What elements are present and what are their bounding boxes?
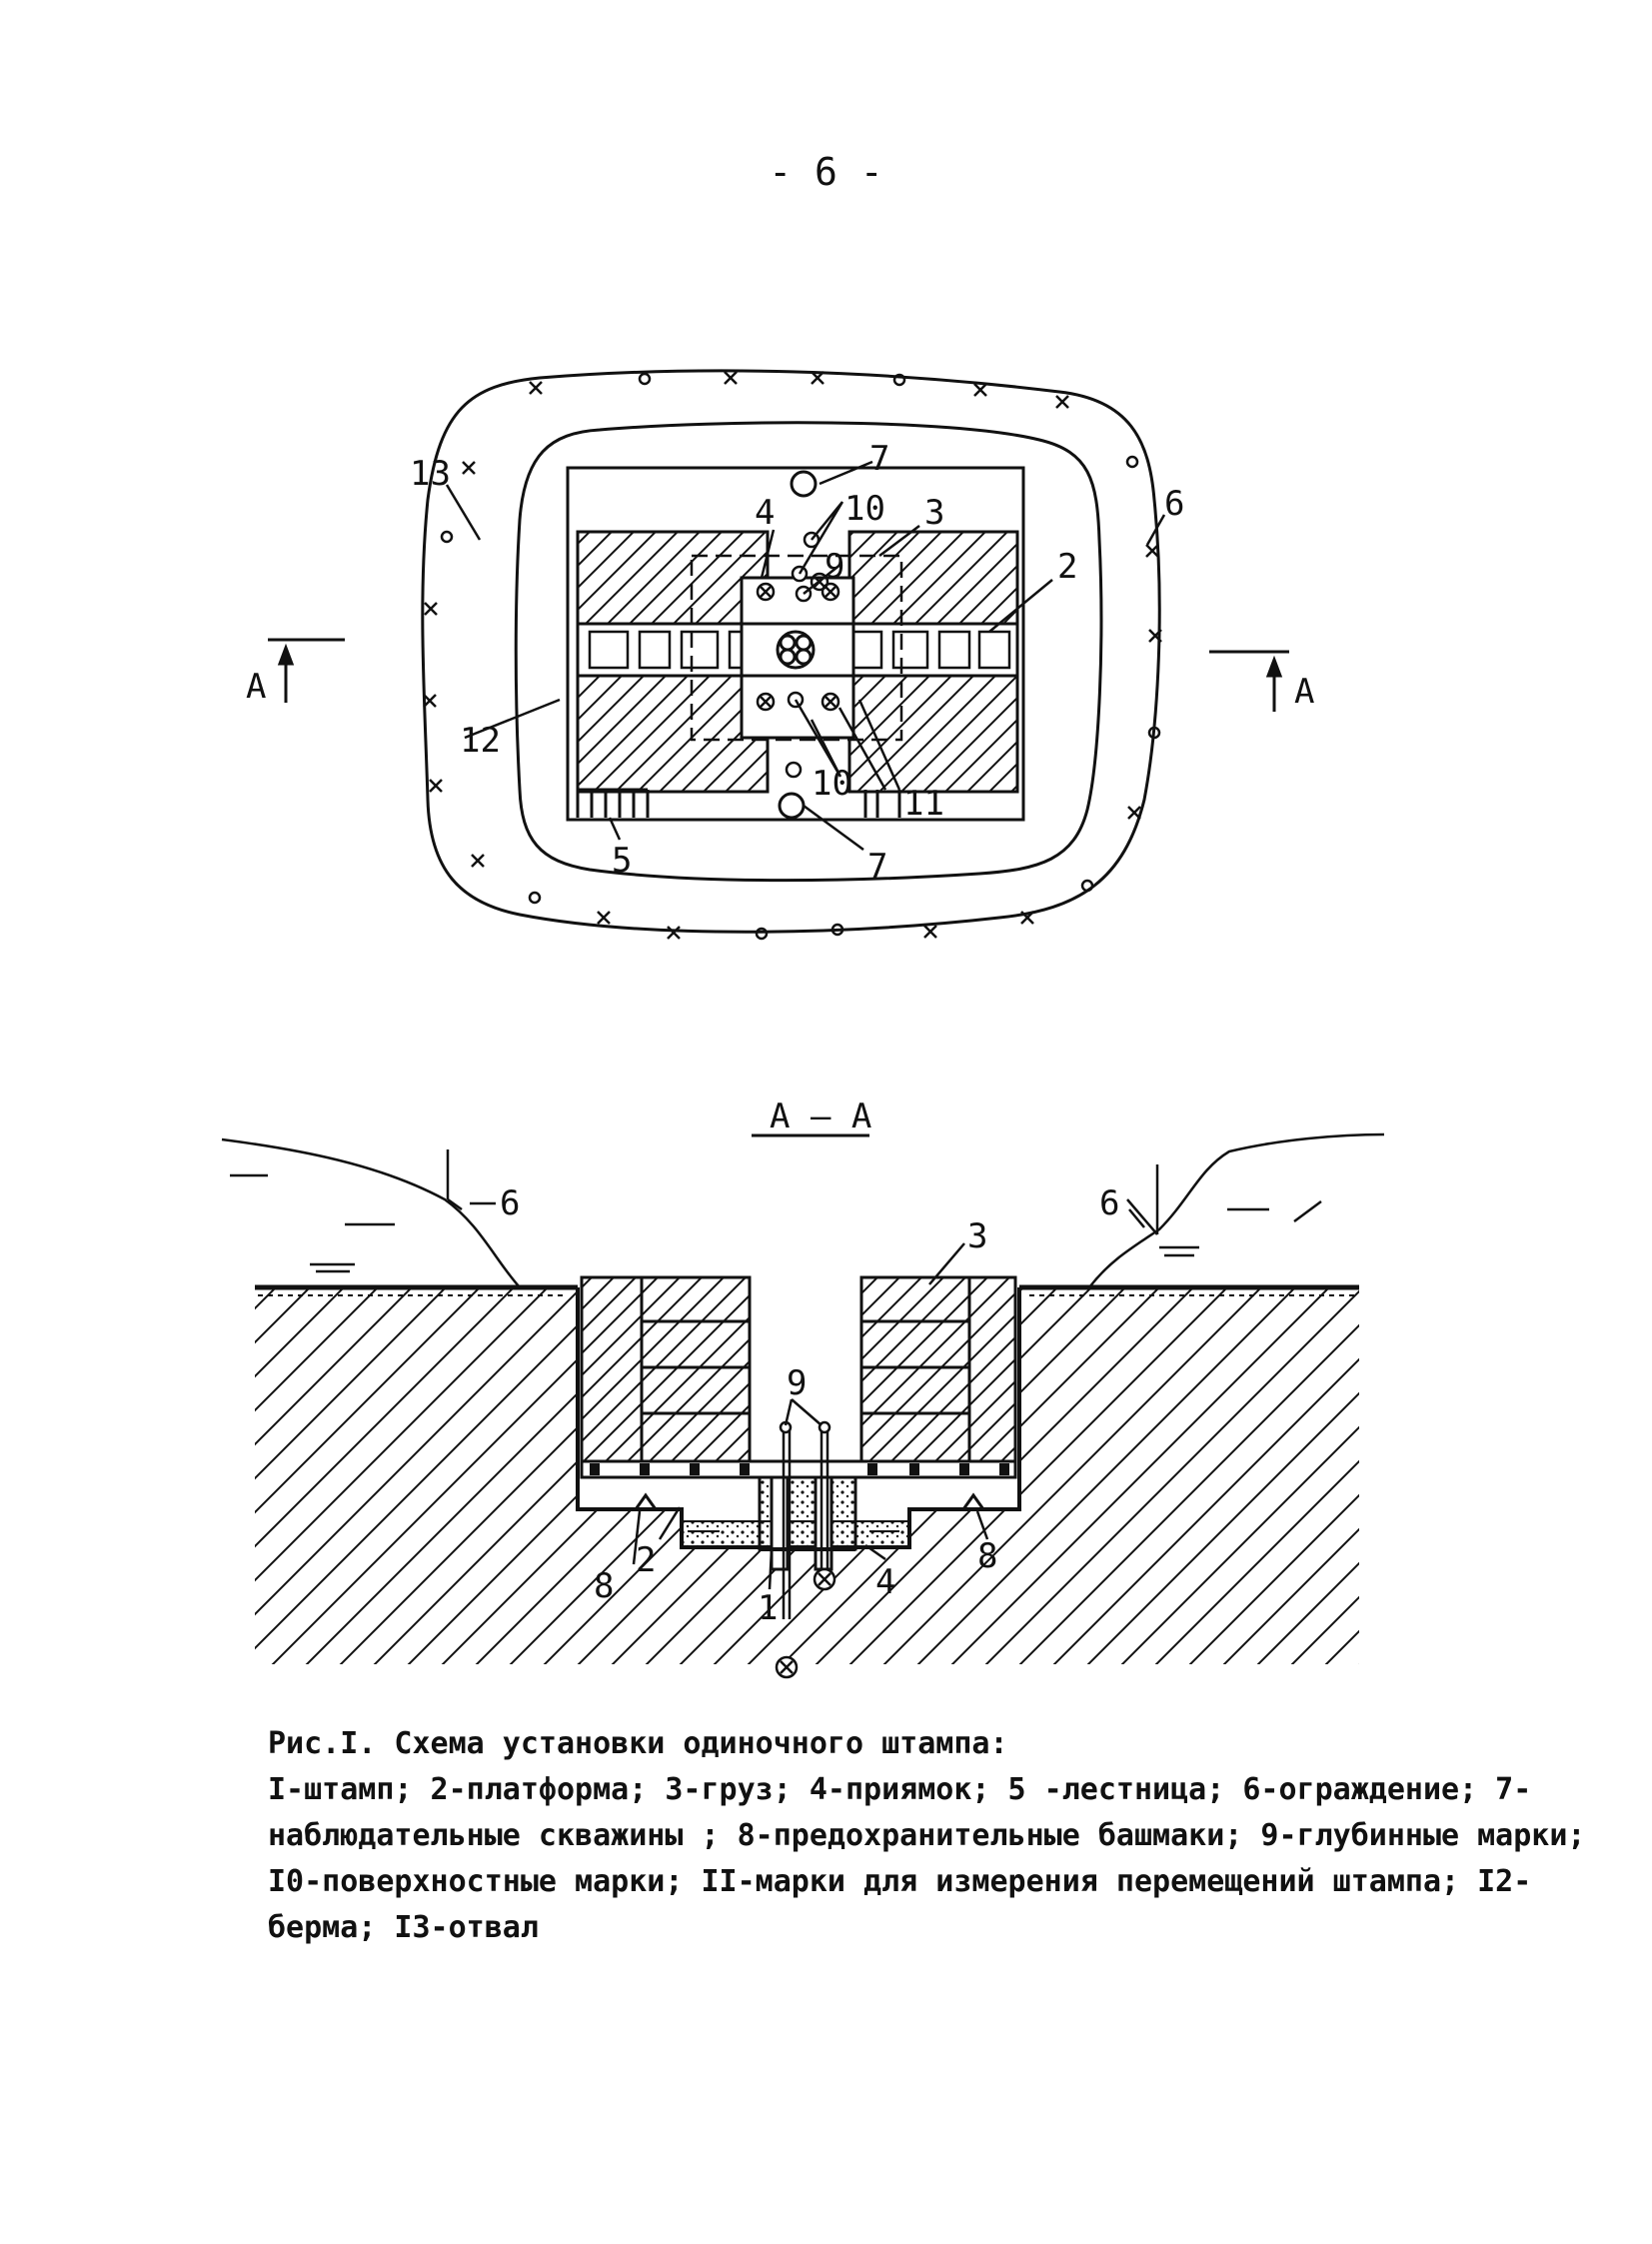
load-block-top-right [847, 530, 1019, 626]
deep-marks [756, 572, 840, 712]
figure-caption: Рис.I. Схема установки одиночного штампа… [268, 1721, 1597, 1951]
caption-title: Рис.I. Схема установки одиночного штампа… [268, 1726, 1008, 1761]
load-stack-left-inner [640, 1275, 752, 1463]
section-label-4: 4 [875, 1562, 895, 1602]
platform-blocks [590, 1463, 1009, 1475]
section-view: A – A [221, 1097, 1385, 1679]
label-3: 3 [924, 493, 944, 533]
ladder [576, 788, 650, 818]
section-label-1: 1 [758, 1588, 778, 1628]
fence-outline [421, 369, 1161, 934]
section-cut-left [268, 638, 345, 703]
stamp-center [776, 630, 816, 670]
label-2: 2 [1057, 547, 1077, 587]
label-12: 12 [460, 721, 501, 761]
load-stack-right-outer [967, 1275, 1017, 1463]
ground-body [255, 1287, 1359, 1664]
section-label-9: 9 [787, 1363, 807, 1403]
section-label-8-left: 8 [594, 1566, 614, 1606]
plan-view: A A 7 10 4 3 9 2 13 6 12 10 11 5 7 [246, 369, 1314, 941]
label-10-top: 10 [844, 489, 885, 529]
leader-lines [445, 460, 1166, 852]
section-title: A – A [770, 1097, 871, 1136]
fence-markers [423, 371, 1162, 941]
section-cut-right [1209, 650, 1289, 712]
load-block-top-left [576, 530, 770, 626]
label-11: 11 [903, 784, 944, 824]
section-label-6-right: 6 [1099, 1183, 1119, 1223]
observation-well-top [790, 470, 818, 498]
label-10-bottom: 10 [812, 764, 852, 804]
label-7-bottom: 7 [867, 847, 887, 887]
spoil-slope-right [1088, 1132, 1385, 1288]
spoil-outline [514, 421, 1103, 883]
section-label-8-right: 8 [977, 1536, 997, 1576]
section-label-3: 3 [967, 1216, 987, 1256]
label-7-top: 7 [869, 439, 889, 479]
spoil-marks [230, 1173, 1322, 1273]
section-mark-right: A [1294, 672, 1314, 712]
label-6: 6 [1164, 484, 1184, 524]
section-leaders [470, 1201, 1145, 1590]
page-number: - 6 - [769, 150, 883, 194]
label-9: 9 [825, 547, 844, 587]
displacement-marks [863, 790, 901, 818]
deep-mark-rods [775, 1398, 836, 1679]
label-5: 5 [612, 841, 632, 881]
label-4: 4 [755, 493, 775, 533]
pit-outline [566, 466, 1025, 822]
section-mark-left: A [246, 667, 266, 707]
label-13: 13 [410, 454, 451, 494]
load-block-bottom-left [576, 674, 770, 794]
load-stack-right-inner [859, 1275, 971, 1463]
section-label-6-left: 6 [500, 1183, 520, 1223]
observation-well-bottom [778, 792, 806, 820]
section-label-2: 2 [636, 1540, 656, 1580]
spoil-slope-left [221, 1137, 521, 1288]
load-stack-left-outer [580, 1275, 644, 1463]
load-block-bottom-right [847, 674, 1019, 794]
caption-legend: I-штамп; 2-платформа; 3-груз; 4-приямок;… [268, 1772, 1586, 1945]
pit-dashed [690, 554, 903, 742]
